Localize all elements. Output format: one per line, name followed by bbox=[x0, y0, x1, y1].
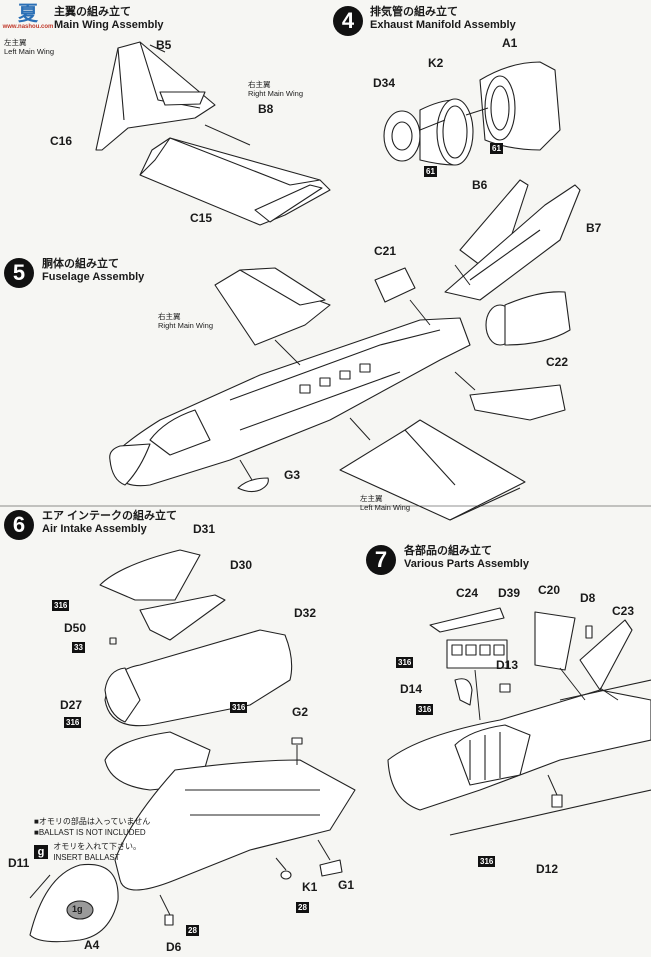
wing-note-left-top-jp: 左主翼 bbox=[4, 38, 27, 47]
part-label-g2: G2 bbox=[292, 705, 309, 719]
step4-exhaust-drawing bbox=[383, 61, 561, 166]
step5-number-badge: 5 bbox=[4, 258, 34, 288]
part-label-d11: D11 bbox=[8, 856, 30, 870]
step4-number-badge: 4 bbox=[333, 6, 363, 36]
step4-title: 排気管の組み立て Exhaust Manifold Assembly bbox=[370, 6, 516, 32]
wing-note-left-top: 左主翼 Left Main Wing bbox=[4, 38, 54, 56]
part-label-k1: K1 bbox=[302, 880, 318, 894]
part-label-d32: D32 bbox=[294, 606, 317, 620]
paint-badge-316-d: 316 bbox=[396, 657, 414, 668]
paint-badge-316-c: 316 bbox=[64, 717, 82, 728]
paint-badge-316-b: 316 bbox=[230, 702, 248, 713]
step3-title-en: Main Wing Assembly bbox=[54, 19, 164, 31]
step3-left-wing-drawing bbox=[95, 41, 216, 151]
part-label-d30: D30 bbox=[230, 558, 253, 572]
step6-title: エア インテークの組み立て Air Intake Assembly bbox=[42, 510, 177, 536]
wing-note-right-mid-en: Right Main Wing bbox=[158, 321, 214, 330]
paint-badge-316-a: 316 bbox=[52, 600, 70, 611]
part-label-g3: G3 bbox=[284, 468, 301, 482]
step7-number-badge: 7 bbox=[366, 545, 396, 575]
part-label-d39: D39 bbox=[498, 586, 521, 600]
part-label-c16: C16 bbox=[50, 134, 73, 148]
part-label-d8: D8 bbox=[580, 591, 596, 605]
part-label-c24: C24 bbox=[456, 586, 479, 600]
ballast-note-en: ■BALLAST IS NOT INCLUDED bbox=[34, 828, 146, 837]
part-label-b8: B8 bbox=[258, 102, 274, 116]
part-label-d27: D27 bbox=[60, 698, 83, 712]
paint-badge-61-b: 61 bbox=[490, 143, 503, 154]
step3-title: 主翼の組み立て Main Wing Assembly bbox=[54, 6, 164, 32]
wing-note-right-top-jp: 右主翼 bbox=[248, 80, 271, 89]
step6-number-badge: 6 bbox=[4, 510, 34, 540]
part-label-a1: A1 bbox=[502, 36, 518, 50]
step6-title-jp: エア インテークの組み立て bbox=[42, 510, 178, 522]
part-label-a4: A4 bbox=[84, 938, 100, 952]
logo-text: www.nashou.com bbox=[2, 24, 54, 30]
step3-right-wing-drawing bbox=[139, 137, 331, 226]
part-label-d34: D34 bbox=[373, 76, 396, 90]
ballast-weight-label: 1g bbox=[72, 904, 83, 914]
wing-note-left-mid-en: Left Main Wing bbox=[360, 503, 411, 512]
step5-title: 胴体の組み立て Fuselage Assembly bbox=[42, 258, 144, 284]
wing-note-right-mid: 右主翼 Right Main Wing bbox=[158, 312, 213, 330]
part-label-d31: D31 bbox=[193, 522, 216, 536]
step4-title-en: Exhaust Manifold Assembly bbox=[370, 19, 516, 31]
part-label-g1: G1 bbox=[338, 878, 355, 892]
part-label-d6: D6 bbox=[166, 940, 182, 954]
paint-badge-28-b: 28 bbox=[186, 925, 199, 936]
watermark-logo: 夏 www.nashou.com bbox=[2, 2, 54, 32]
part-label-c15: C15 bbox=[190, 211, 213, 225]
part-label-b5: B5 bbox=[156, 38, 172, 52]
part-label-d12: D12 bbox=[536, 862, 559, 876]
wing-note-right-top: 右主翼 Right Main Wing bbox=[248, 80, 303, 98]
wing-note-right-mid-jp: 右主翼 bbox=[158, 312, 181, 321]
step3-title-jp: 主翼の組み立て bbox=[54, 6, 131, 18]
paint-badge-33: 33 bbox=[72, 642, 85, 653]
wing-note-left-mid-jp: 左主翼 bbox=[360, 494, 383, 503]
step5-title-en: Fuselage Assembly bbox=[42, 271, 145, 283]
part-label-c20: C20 bbox=[538, 583, 561, 597]
insert-ballast-jp: オモリを入れて下さい。 bbox=[53, 842, 141, 851]
part-label-c21: C21 bbox=[374, 244, 397, 258]
step5-title-jp: 胴体の組み立て bbox=[42, 258, 119, 270]
step5-fuselage-drawing bbox=[109, 267, 571, 521]
wing-note-left-top-en: Left Main Wing bbox=[4, 47, 55, 56]
insert-ballast-en: INSERT BALLAST bbox=[53, 853, 120, 862]
ballast-notes: ■オモリの部品は入っていません ■BALLAST IS NOT INCLUDED… bbox=[34, 816, 150, 863]
wing-note-right-top-en: Right Main Wing bbox=[248, 89, 304, 98]
ballast-note-jp: ■オモリの部品は入っていません bbox=[34, 817, 151, 826]
part-label-k2: K2 bbox=[428, 56, 444, 70]
part-label-c22: C22 bbox=[546, 355, 569, 369]
step7-parts-drawing bbox=[387, 607, 651, 836]
paint-badge-316-f: 316 bbox=[478, 856, 496, 867]
step4-fins-drawing bbox=[444, 179, 581, 301]
part-label-d13: D13 bbox=[496, 658, 519, 672]
insert-ballast-text: オモリを入れて下さい。 INSERT BALLAST bbox=[53, 841, 141, 863]
paint-badge-28-a: 28 bbox=[296, 902, 309, 913]
part-label-d50: D50 bbox=[64, 621, 87, 635]
step6-intake-drawing bbox=[29, 549, 356, 943]
part-label-d14: D14 bbox=[400, 682, 423, 696]
step6-title-en: Air Intake Assembly bbox=[42, 523, 147, 535]
part-label-b7: B7 bbox=[586, 221, 602, 235]
paint-badge-61-a: 61 bbox=[424, 166, 437, 177]
insert-ballast-row: g オモリを入れて下さい。 INSERT BALLAST bbox=[34, 841, 150, 863]
step7-title-jp: 各部品の組み立て bbox=[404, 545, 492, 557]
step4-title-jp: 排気管の組み立て bbox=[370, 6, 458, 18]
paint-badge-316-e: 316 bbox=[416, 704, 434, 715]
logo-mark: 夏 bbox=[18, 1, 38, 25]
part-label-b6: B6 bbox=[472, 178, 488, 192]
step7-title: 各部品の組み立て Various Parts Assembly bbox=[404, 545, 529, 571]
ballast-g-icon: g bbox=[34, 845, 48, 859]
step7-title-en: Various Parts Assembly bbox=[404, 558, 529, 570]
wing-note-left-mid: 左主翼 Left Main Wing bbox=[360, 494, 410, 512]
part-label-c23: C23 bbox=[612, 604, 635, 618]
